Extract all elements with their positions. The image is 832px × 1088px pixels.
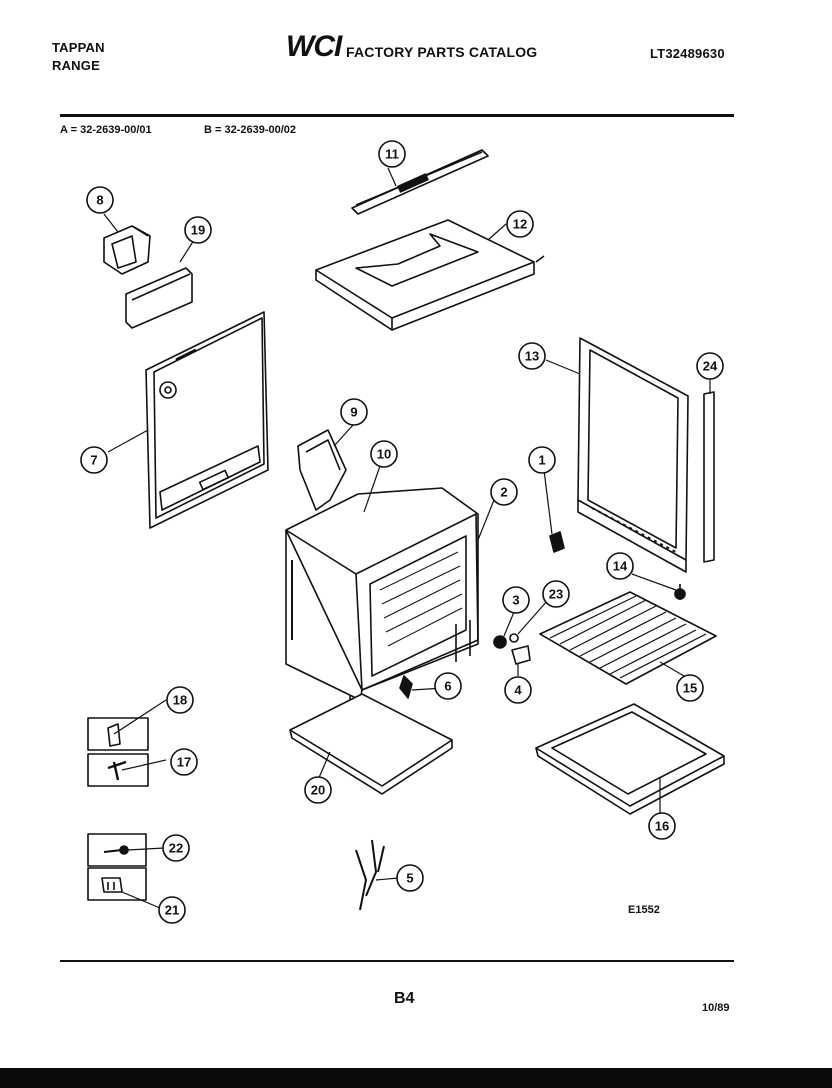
part-21-box bbox=[87, 867, 147, 901]
part-24-strip bbox=[703, 391, 715, 563]
part-8-bracket bbox=[103, 225, 151, 275]
callout-6: 6 bbox=[444, 679, 451, 694]
brand-label: TAPPAN bbox=[52, 40, 105, 55]
callout-24: 24 bbox=[703, 359, 718, 374]
callout-12: 12 bbox=[513, 217, 527, 232]
wci-logo: WCI bbox=[286, 32, 344, 62]
part-16-broiler-pan bbox=[535, 703, 725, 815]
part-23-nut bbox=[509, 633, 519, 643]
callout-2: 2 bbox=[500, 485, 507, 500]
callout-17: 17 bbox=[177, 755, 191, 770]
callout-1: 1 bbox=[538, 453, 545, 468]
callout-20: 20 bbox=[311, 783, 325, 798]
callout-9: 9 bbox=[350, 405, 357, 420]
part-1-knob bbox=[549, 531, 565, 553]
callout-23: 23 bbox=[549, 587, 563, 602]
footer-rule bbox=[60, 960, 734, 962]
part-14-screw bbox=[674, 584, 686, 600]
scan-edge-band bbox=[0, 1068, 832, 1088]
variant-a-label: A = 32-2639-00/01 bbox=[60, 124, 152, 136]
variant-b-label: B = 32-2639-00/02 bbox=[204, 124, 297, 136]
part-3-washer bbox=[493, 635, 507, 649]
callout-8: 8 bbox=[96, 193, 103, 208]
part-20-bottom-panel bbox=[289, 693, 453, 795]
product-label: RANGE bbox=[52, 58, 100, 73]
catalog-title: FACTORY PARTS CATALOG bbox=[346, 44, 538, 60]
callout-circles bbox=[80, 140, 724, 924]
callout-13: 13 bbox=[525, 349, 539, 364]
callout-14: 14 bbox=[613, 559, 628, 574]
callout-5: 5 bbox=[406, 871, 413, 886]
header-rule bbox=[60, 114, 734, 117]
model-number: LT32489630 bbox=[650, 46, 725, 61]
part-13-door-frame bbox=[577, 337, 689, 573]
part-15-oven-rack bbox=[539, 591, 717, 685]
callout-3: 3 bbox=[512, 593, 519, 608]
part-6-hinge bbox=[399, 675, 413, 699]
callout-18: 18 bbox=[173, 693, 187, 708]
leader-lines bbox=[103, 167, 711, 909]
part-11-trim-strip bbox=[351, 149, 489, 215]
part-9-duct bbox=[297, 429, 347, 511]
callout-10: 10 bbox=[377, 447, 391, 462]
callout-11: 11 bbox=[385, 147, 399, 162]
part-7-side-panel bbox=[145, 311, 269, 529]
part-5-spring-clip bbox=[355, 839, 385, 911]
callout-16: 16 bbox=[655, 819, 669, 834]
part-4-bolt bbox=[511, 645, 531, 665]
part-19-strip bbox=[125, 267, 193, 329]
part-18-box bbox=[87, 717, 149, 751]
callout-15: 15 bbox=[683, 681, 697, 696]
callout-7: 7 bbox=[90, 453, 97, 468]
callout-22: 22 bbox=[169, 841, 183, 856]
diagram-code: E1552 bbox=[628, 904, 660, 916]
wci-logo-text: WCI bbox=[286, 30, 342, 63]
callout-4: 4 bbox=[514, 683, 522, 698]
part-17-box bbox=[87, 753, 149, 787]
page-number: B4 bbox=[394, 990, 415, 1007]
callout-19: 19 bbox=[191, 223, 205, 238]
part-12-top-panel bbox=[315, 219, 545, 331]
callout-21: 21 bbox=[165, 903, 179, 918]
date-code: 10/89 bbox=[702, 1002, 730, 1014]
